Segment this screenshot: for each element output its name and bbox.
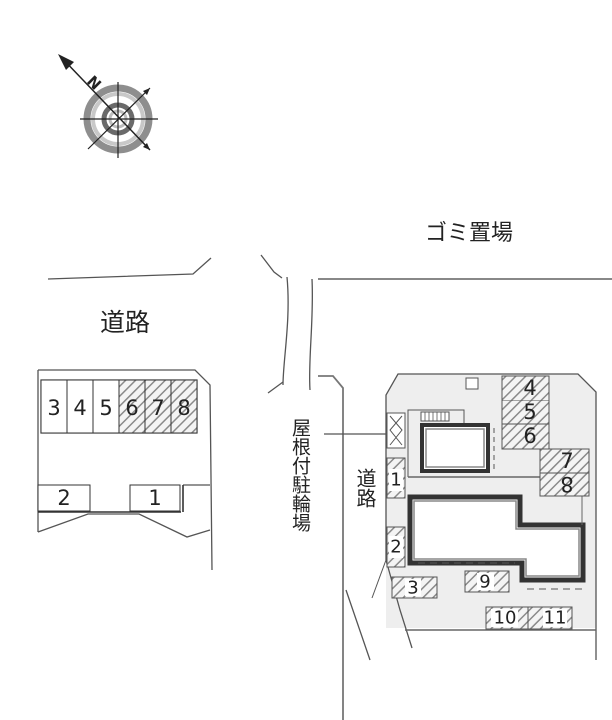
parking-space-R7: 7 <box>539 448 590 474</box>
parking-space-L8: 8 <box>170 379 198 434</box>
svg-text:3: 3 <box>47 396 60 420</box>
road-label-main: 道路 <box>100 308 150 337</box>
parking-space-L2: 2 <box>37 484 91 512</box>
parking-space-R6: 6 <box>501 423 550 450</box>
building-large <box>407 477 586 590</box>
utility-box <box>465 377 479 390</box>
svg-text:4: 4 <box>73 396 86 420</box>
parking-space-R11: 11 <box>527 606 573 630</box>
covered-bicycle-parking-label: 屋根付駐輪場 <box>289 418 311 533</box>
parking-space-R4: 4 <box>501 375 550 402</box>
svg-text:4: 4 <box>523 376 536 400</box>
svg-text:9: 9 <box>479 572 490 593</box>
svg-text:2: 2 <box>57 486 70 510</box>
road-edges <box>47 254 612 720</box>
left-parking-lot: 3 4 5 6 7 8 2 1 <box>37 369 213 571</box>
road-label-side: 道路 <box>353 468 377 508</box>
right-site: 4 5 6 7 8 1 2 <box>345 373 597 661</box>
parking-space-R5: 5 <box>502 400 549 424</box>
svg-text:11: 11 <box>544 608 567 629</box>
parking-space-R1: 1 <box>386 457 406 499</box>
parking-space-L1: 1 <box>129 484 181 512</box>
svg-text:8: 8 <box>177 396 190 420</box>
bicycle-shelter <box>386 412 406 449</box>
compass-rose-icon: N <box>58 54 158 158</box>
svg-text:1: 1 <box>148 486 161 510</box>
parking-space-L6: 6 <box>118 379 146 434</box>
svg-text:3: 3 <box>407 578 418 599</box>
svg-text:7: 7 <box>151 396 164 420</box>
svg-text:屋根付駐輪場: 屋根付駐輪場 <box>289 418 311 533</box>
svg-text:1: 1 <box>390 470 401 491</box>
svg-text:6: 6 <box>523 424 536 448</box>
svg-text:5: 5 <box>99 396 112 420</box>
parking-space-L5: 5 <box>92 379 120 434</box>
svg-text:7: 7 <box>560 449 573 473</box>
parking-space-R8: 8 <box>539 472 590 497</box>
svg-text:5: 5 <box>523 400 536 424</box>
svg-text:6: 6 <box>125 396 138 420</box>
svg-text:2: 2 <box>390 537 401 558</box>
parking-space-L4: 4 <box>66 379 94 434</box>
svg-text:10: 10 <box>494 608 517 629</box>
parking-space-R10: 10 <box>485 606 529 630</box>
parking-space-R9: 9 <box>464 570 510 593</box>
building-small <box>407 409 540 478</box>
parking-space-R2: 2 <box>386 526 406 568</box>
parking-space-L7: 7 <box>144 379 172 434</box>
parking-space-L3: 3 <box>40 379 68 434</box>
garbage-area-label: ゴミ置場 <box>425 221 513 246</box>
parking-space-R3: 3 <box>391 576 438 599</box>
svg-text:8: 8 <box>560 472 573 496</box>
